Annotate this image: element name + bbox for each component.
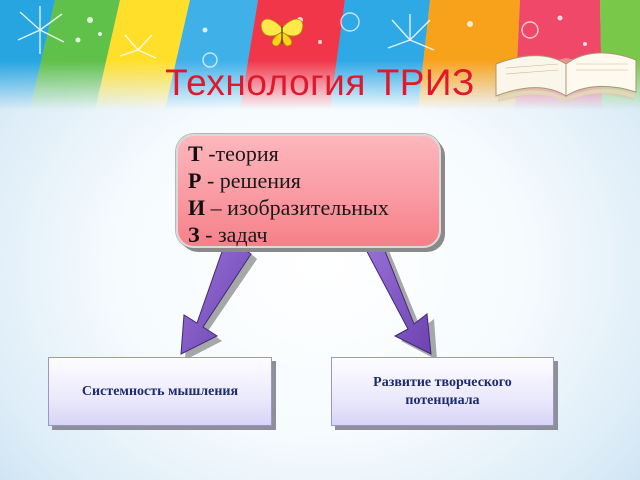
creative-potential-box: Развитие творческого потенциала [331, 357, 554, 426]
triz-word: - решения [201, 168, 301, 193]
triz-line-i: И – изобразительных [188, 194, 429, 221]
triz-acronym-box: Т -теория Р - решения И – изобразительны… [176, 134, 441, 248]
creative-potential-line-2: потенциала [405, 392, 480, 408]
triz-word: -теория [202, 141, 279, 166]
triz-line-t: Т -теория [188, 140, 429, 167]
triz-line-z: З - задач [188, 221, 429, 248]
triz-letter: З [188, 222, 200, 247]
triz-word: - задач [199, 222, 268, 247]
butterfly-icon [260, 18, 304, 47]
open-book-icon [492, 34, 640, 120]
triz-line-r: Р - решения [188, 167, 429, 194]
systemic-thinking-label: Системность мышления [81, 383, 239, 399]
triz-letter: Р [188, 168, 202, 193]
arrow-down-right-icon [363, 235, 437, 360]
arrow-down-left-icon [180, 243, 257, 360]
triz-letter: И [188, 195, 206, 220]
triz-word: – изобразительных [205, 195, 389, 220]
creative-potential-line-1: Развитие творческого [373, 374, 512, 390]
page-title: Технология ТРИЗ [165, 62, 475, 103]
creative-potential-label: Развитие творческого потенциала [373, 374, 512, 410]
systemic-thinking-box: Системность мышления [48, 357, 272, 426]
triz-letter: Т [188, 141, 203, 166]
